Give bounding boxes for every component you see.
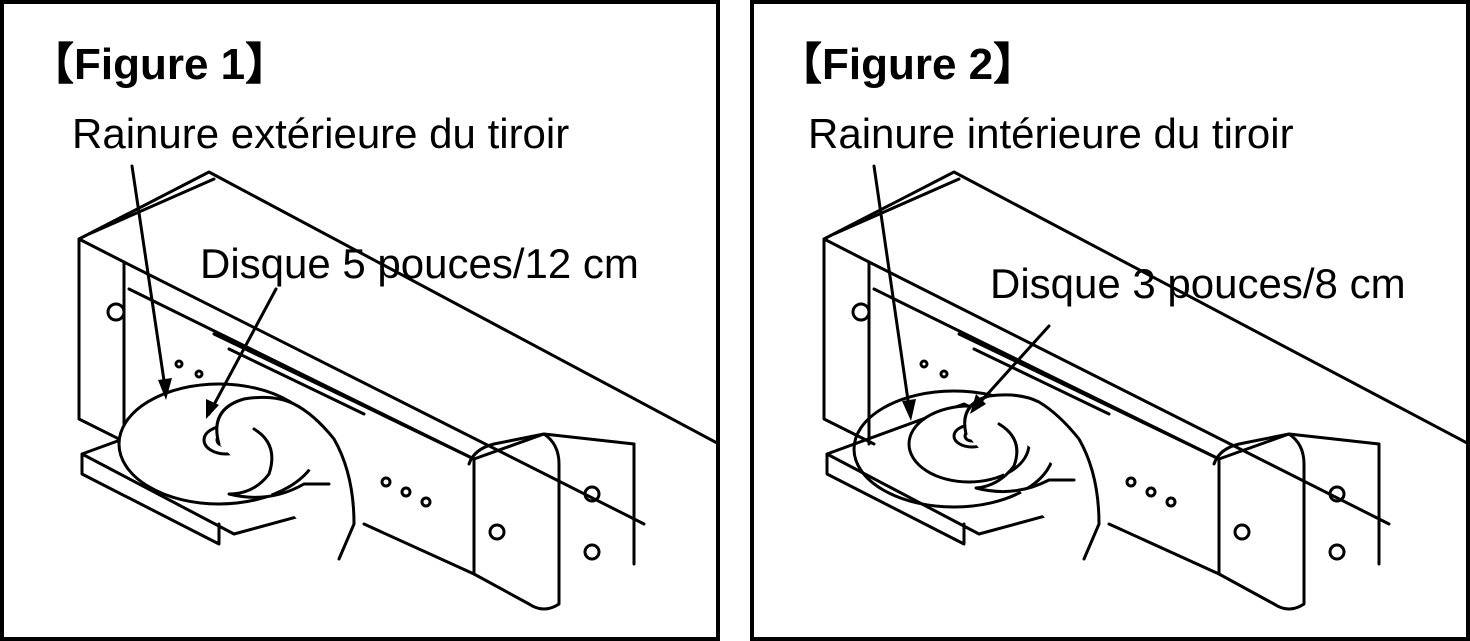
knob-icon bbox=[583, 485, 601, 503]
button-dot-icon bbox=[1145, 486, 1157, 498]
figure-2-groove-label: Rainure intérieure du tiroir bbox=[808, 110, 1294, 157]
knob-icon bbox=[851, 302, 871, 322]
knob-icon bbox=[488, 523, 506, 541]
figure-1-panel: 【Figure 1】 Rainure extérieure du tiroir … bbox=[0, 0, 720, 641]
groove-arrowhead bbox=[158, 378, 172, 400]
cd-player-side-panel bbox=[1212, 432, 1306, 611]
knob-icon bbox=[1328, 485, 1346, 503]
disc-arrow bbox=[207, 287, 278, 416]
hand bbox=[215, 395, 356, 561]
figure-2-panel: 【Figure 2】 Rainure intérieure du tiroir … bbox=[750, 0, 1470, 641]
button-dot-icon bbox=[194, 369, 204, 379]
tray-slot bbox=[957, 332, 1221, 461]
cd-player-top-edge bbox=[832, 177, 961, 236]
cd-player-side-panel bbox=[467, 432, 561, 611]
figure-1-illustration bbox=[77, 164, 716, 611]
disc-arrowhead bbox=[970, 394, 986, 414]
figure-1-disc-label: Disque 5 pouces/12 cm bbox=[200, 240, 639, 287]
groove-arrow bbox=[130, 164, 168, 396]
cd-player-top-edge bbox=[87, 177, 216, 236]
button-dot-icon bbox=[380, 476, 392, 488]
button-dot-icon bbox=[1125, 476, 1137, 488]
figure-2-disc-label: Disque 3 pouces/8 cm bbox=[990, 260, 1406, 307]
disc-arrowhead bbox=[206, 399, 219, 419]
button-dot-icon bbox=[939, 369, 949, 379]
button-dot-icon bbox=[400, 486, 412, 498]
button-dot-icon bbox=[1165, 496, 1177, 508]
figure-2-illustration bbox=[822, 164, 1466, 611]
figure-1-title: 【Figure 1】 bbox=[30, 40, 290, 89]
groove-arrowhead bbox=[902, 399, 916, 421]
knob-icon bbox=[583, 543, 601, 561]
button-dot-icon bbox=[919, 359, 929, 369]
figure-1-groove-label: Rainure extérieure du tiroir bbox=[72, 110, 570, 157]
knob-icon bbox=[106, 302, 126, 322]
button-dot-icon bbox=[420, 496, 432, 508]
figure-2-title: 【Figure 2】 bbox=[778, 40, 1038, 89]
cd-player-body bbox=[77, 170, 716, 566]
button-dot-icon bbox=[174, 359, 184, 369]
groove-arrow bbox=[872, 164, 912, 416]
disc-arrow bbox=[972, 324, 1051, 411]
tray-slot bbox=[212, 332, 476, 461]
knob-icon bbox=[1328, 543, 1346, 561]
cd-player-body bbox=[822, 170, 1466, 566]
knob-icon bbox=[1233, 523, 1251, 541]
